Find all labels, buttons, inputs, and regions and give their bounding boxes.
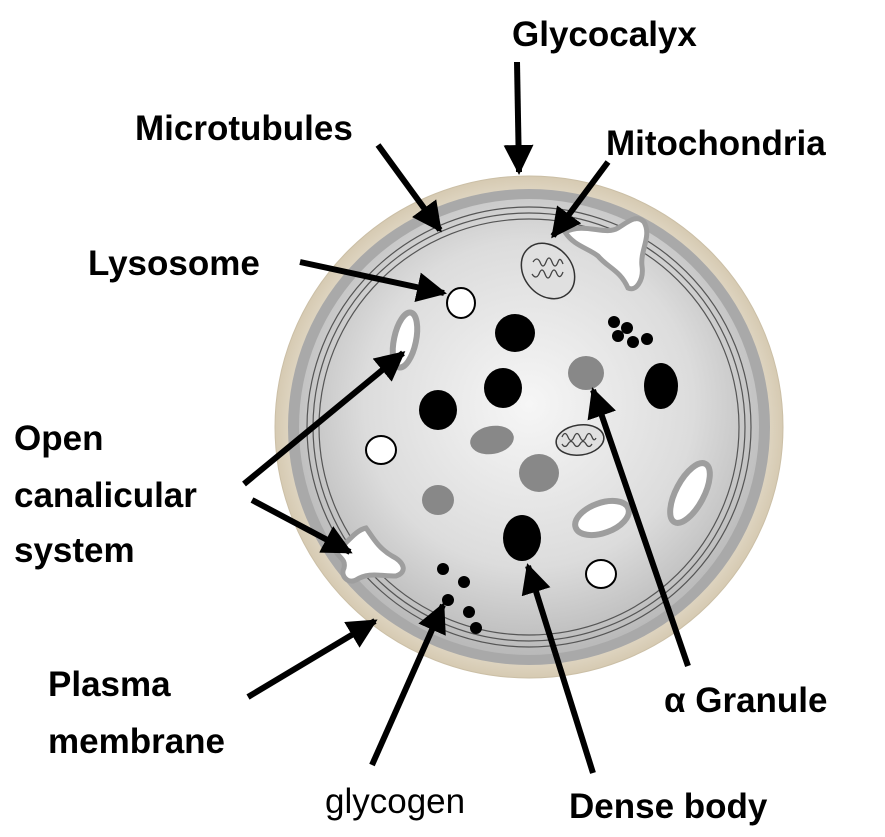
glycogen-particle bbox=[641, 333, 653, 345]
glycogen-particle bbox=[437, 563, 449, 575]
label-lysosome: Lysosome bbox=[88, 244, 260, 283]
label-mitochondria: Mitochondria bbox=[606, 124, 826, 163]
label-glycocalyx: Glycocalyx bbox=[512, 15, 697, 54]
label-glycogen: glycogen bbox=[325, 782, 465, 821]
label-ocs-line1: Open bbox=[14, 419, 103, 458]
label-dense-body: Dense body bbox=[569, 787, 768, 826]
lysosome bbox=[586, 560, 616, 588]
dense-body bbox=[419, 390, 457, 430]
glycogen-particle bbox=[463, 606, 475, 618]
label-plasma-line1: Plasma bbox=[48, 665, 171, 704]
label-microtubules: Microtubules bbox=[135, 109, 353, 148]
glycogen-particle bbox=[442, 594, 454, 606]
alpha-granule bbox=[519, 454, 559, 492]
glycogen-particle bbox=[470, 622, 482, 634]
glycogen-particle bbox=[612, 330, 624, 342]
arrow-plasma-membrane bbox=[248, 621, 375, 697]
label-plasma-line2: membrane bbox=[48, 722, 225, 761]
label-ocs-line3: system bbox=[14, 531, 135, 570]
label-alpha-granule: α Granule bbox=[664, 681, 828, 720]
dense-body bbox=[495, 314, 535, 352]
label-ocs-line2: canalicular bbox=[14, 476, 197, 515]
dense-body bbox=[503, 515, 541, 561]
dense-body bbox=[484, 368, 522, 408]
alpha-granule bbox=[568, 356, 604, 390]
glycogen-particle bbox=[627, 336, 639, 348]
glycogen-particle bbox=[621, 322, 633, 334]
glycogen-particle bbox=[608, 316, 620, 328]
lysosome bbox=[366, 436, 396, 464]
arrow-glycocalyx bbox=[517, 62, 519, 172]
alpha-granule bbox=[422, 485, 454, 515]
glycogen-particle bbox=[458, 576, 470, 588]
lysosome bbox=[447, 288, 475, 318]
dense-body bbox=[644, 363, 678, 409]
